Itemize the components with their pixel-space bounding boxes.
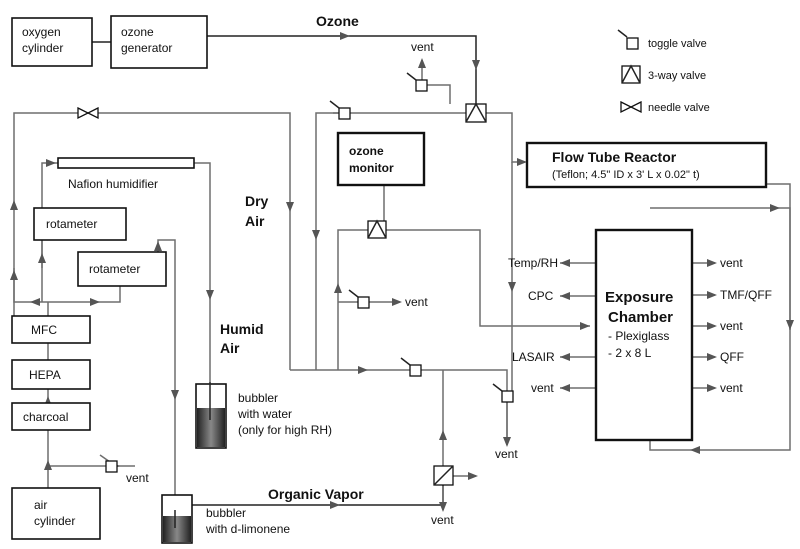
humid-air-label-1: Humid bbox=[220, 321, 264, 337]
port-tmf-qff: TMF/QFF bbox=[720, 288, 772, 302]
toggle-valve-icon bbox=[348, 289, 370, 309]
rotameter-2-label: rotameter bbox=[89, 262, 140, 276]
water-bubbler-label-3: (only for high RH) bbox=[238, 423, 332, 437]
oxygen-cylinder-label-1: oxygen bbox=[22, 25, 61, 39]
charcoal-box: charcoal bbox=[11, 402, 91, 431]
chamber-label-4: - 2 x 8 L bbox=[608, 346, 652, 360]
toggle-valve-icon bbox=[105, 460, 118, 473]
nafion-label: Nafion humidifier bbox=[68, 177, 158, 191]
humid-air-label-2: Air bbox=[220, 340, 240, 356]
three-way-valve-icon bbox=[433, 465, 454, 486]
tubing bbox=[13, 35, 791, 510]
port-cpc: CPC bbox=[528, 289, 554, 303]
port-right-vent-3: vent bbox=[720, 381, 743, 395]
three-way-valve-icon bbox=[621, 65, 641, 84]
water-bubbler-label-2: with water bbox=[237, 407, 292, 421]
port-right-vent-2: vent bbox=[720, 319, 743, 333]
toggle-valve-icon bbox=[626, 37, 639, 50]
port-temp-rh: Temp/RH bbox=[508, 256, 558, 270]
mfc-label: MFC bbox=[31, 323, 57, 337]
vent-air-cylinder-label: vent bbox=[126, 471, 149, 485]
mfc-box: MFC bbox=[11, 315, 91, 344]
hepa-box: HEPA bbox=[11, 359, 91, 390]
toggle-valve-icon bbox=[400, 357, 422, 377]
ozone-generator-label-1: ozone bbox=[121, 25, 154, 39]
arrowheads bbox=[10, 32, 794, 512]
port-left-vent: vent bbox=[531, 381, 554, 395]
charcoal-label: charcoal bbox=[23, 410, 68, 424]
hepa-label: HEPA bbox=[29, 368, 61, 382]
rotameter-1-box: rotameter bbox=[33, 207, 127, 241]
vent-organic-label: vent bbox=[431, 513, 454, 527]
vent-middle-label: vent bbox=[405, 295, 428, 309]
needle-valve-icon bbox=[77, 106, 99, 120]
port-right-vent-1: vent bbox=[720, 256, 743, 270]
dry-air-label-2: Air bbox=[245, 213, 265, 229]
needle-valve-icon bbox=[620, 100, 642, 114]
vent-top-label: vent bbox=[411, 40, 434, 54]
oxygen-cylinder-label-2: cylinder bbox=[22, 41, 63, 55]
limonene-bubbler-label-2: with d-limonene bbox=[205, 522, 290, 536]
water-bubbler: bubbler with water (only for high RH) bbox=[195, 382, 332, 449]
flow-tube-reactor-box: Flow Tube Reactor (Teflon; 4.5" ID x 3' … bbox=[525, 141, 768, 189]
limonene-bubbler-label-1: bubbler bbox=[206, 506, 246, 520]
exposure-chamber-box: Exposure Chamber - Plexiglass - 2 x 8 L bbox=[594, 228, 694, 442]
port-qff: QFF bbox=[720, 350, 744, 364]
ozone-generator-box: ozone generator bbox=[110, 15, 208, 69]
legend: toggle valve 3-way valve needle valve bbox=[617, 29, 710, 114]
legend-needle-label: needle valve bbox=[648, 102, 710, 114]
rotameter-1-label: rotameter bbox=[46, 217, 97, 231]
ozone-monitor-label-2: monitor bbox=[349, 161, 394, 175]
flow-tube-title: Flow Tube Reactor bbox=[552, 149, 677, 165]
dry-air-label-1: Dry bbox=[245, 193, 269, 209]
legend-toggle-label: toggle valve bbox=[648, 38, 707, 50]
chamber-label-2: Chamber bbox=[608, 309, 673, 326]
valves bbox=[77, 72, 514, 486]
three-way-valve-icon bbox=[465, 102, 487, 123]
legend-toggle: toggle valve bbox=[617, 29, 707, 50]
toggle-valve-icon bbox=[492, 383, 514, 403]
port-lasair: LASAIR bbox=[512, 350, 555, 364]
ozone-generator-label-2: generator bbox=[121, 41, 172, 55]
toggle-valve-icon bbox=[406, 72, 428, 92]
vent-bottom-right-label: vent bbox=[495, 447, 518, 461]
water-bubbler-label-1: bubbler bbox=[238, 391, 278, 405]
ozone-stream-label: Ozone bbox=[316, 13, 359, 29]
air-cylinder-label-2: cylinder bbox=[34, 514, 75, 528]
oxygen-cylinder-box: oxygen cylinder bbox=[11, 17, 93, 67]
toggle-valve-icon bbox=[329, 100, 351, 120]
limonene-bubbler: bubbler with d-limonene bbox=[161, 494, 290, 544]
air-cylinder-box: air cylinder bbox=[11, 487, 101, 540]
nafion-humidifier: Nafion humidifier bbox=[57, 157, 195, 191]
legend-needle: needle valve bbox=[620, 100, 710, 114]
legend-three-way: 3-way valve bbox=[621, 64, 706, 84]
organic-vapor-label: Organic Vapor bbox=[268, 486, 364, 502]
ozone-monitor-box: ozone monitor bbox=[336, 131, 426, 187]
rotameter-2-box: rotameter bbox=[77, 251, 167, 287]
chamber-label-1: Exposure bbox=[605, 289, 673, 306]
flow-tube-subtitle: (Teflon; 4.5" ID x 3' L x 0.02" t) bbox=[552, 169, 700, 181]
chamber-label-3: - Plexiglass bbox=[608, 329, 669, 343]
legend-three-way-label: 3-way valve bbox=[648, 70, 706, 82]
three-way-valve-icon bbox=[367, 219, 387, 239]
ozone-monitor-label-1: ozone bbox=[349, 144, 384, 158]
air-cylinder-label-1: air bbox=[34, 498, 47, 512]
